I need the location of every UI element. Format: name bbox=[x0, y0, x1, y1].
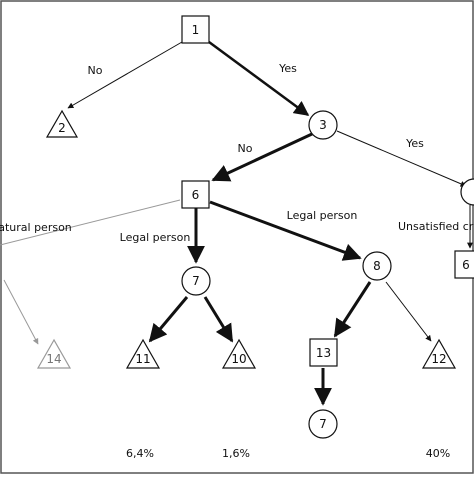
node-13: 13 bbox=[309, 338, 338, 367]
edge-7-to-11 bbox=[148, 296, 189, 343]
node-10: 10 bbox=[221, 338, 257, 369]
edge-8-to-13 bbox=[333, 281, 372, 338]
node-right-circle bbox=[460, 178, 474, 206]
edge-8-to-12 bbox=[385, 281, 432, 342]
node-10-label: 10 bbox=[231, 352, 246, 366]
edge-3-to-right bbox=[336, 130, 467, 187]
node-8-label: 8 bbox=[373, 259, 381, 273]
edge-label-3-6: No bbox=[238, 142, 253, 155]
node-12-label: 12 bbox=[431, 352, 446, 366]
edge-1-to-2 bbox=[67, 41, 183, 109]
node-7-upper-label: 7 bbox=[192, 274, 200, 288]
node-6-right: 6 bbox=[454, 250, 474, 279]
node-2-label: 2 bbox=[58, 121, 66, 135]
node-8: 8 bbox=[362, 251, 392, 281]
node-11-label: 11 bbox=[135, 352, 150, 366]
edge-to-14 bbox=[3, 279, 39, 345]
edge-label-6-7: Legal person bbox=[120, 231, 191, 244]
node-13-label: 13 bbox=[316, 346, 331, 360]
edge-6-natural-person bbox=[0, 199, 181, 246]
node-6: 6 bbox=[181, 180, 210, 209]
node-3: 3 bbox=[308, 110, 338, 140]
node-2: 2 bbox=[45, 109, 79, 138]
node-14: 14 bbox=[36, 338, 72, 369]
node-6-label: 6 bbox=[192, 188, 200, 202]
edge-label-natural-person: Natural person bbox=[0, 221, 72, 234]
node-1: 1 bbox=[181, 15, 210, 44]
percentage-under-12: 40% bbox=[426, 447, 450, 460]
node-1-label: 1 bbox=[192, 23, 200, 37]
percentage-under-10: 1,6% bbox=[222, 447, 250, 460]
percentage-under-11: 6,4% bbox=[126, 447, 154, 460]
node-11: 11 bbox=[125, 338, 161, 369]
edge-3-to-6 bbox=[211, 132, 313, 182]
edge-label-1-2: No bbox=[88, 64, 103, 77]
edge-1-to-3 bbox=[208, 40, 310, 117]
node-7-upper: 7 bbox=[181, 266, 211, 296]
node-12: 12 bbox=[421, 338, 457, 369]
edge-label-6-8: Legal person bbox=[287, 209, 358, 222]
node-14-label: 14 bbox=[46, 352, 61, 366]
node-7-lower: 7 bbox=[308, 409, 338, 439]
edge-label-1-3: Yes bbox=[278, 62, 297, 75]
edge-7-to-10 bbox=[203, 296, 234, 343]
edge-label-unsatisfied: Unsatisfied cr bbox=[398, 220, 474, 233]
node-3-label: 3 bbox=[319, 118, 327, 132]
node-6-right-label: 6 bbox=[462, 258, 470, 272]
edge-label-3-right: Yes bbox=[405, 137, 424, 150]
edge-6-to-8 bbox=[209, 200, 362, 261]
node-7-lower-label: 7 bbox=[319, 417, 327, 431]
